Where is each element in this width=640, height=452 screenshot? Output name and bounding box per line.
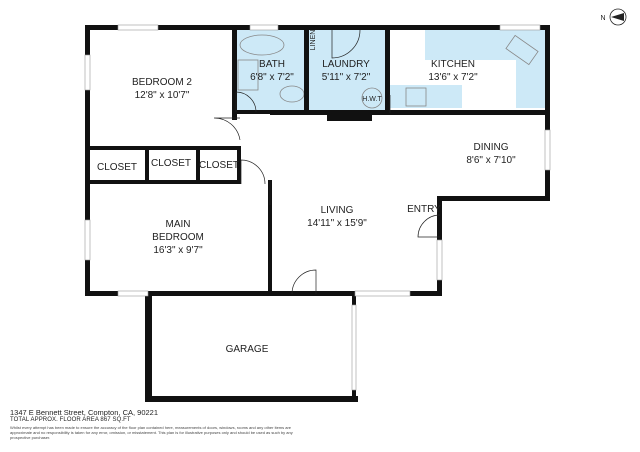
garage-door [291, 269, 317, 295]
laundry-floor [308, 29, 388, 112]
kitchen-label: KITCHEN [431, 59, 475, 70]
address: 1347 E Bennett Street, Compton, CA, 9022… [10, 408, 159, 417]
stove [405, 87, 427, 107]
plan-footer: 1347 E Bennett Street, Compton, CA, 9022… [10, 408, 310, 440]
main-bedroom-label: BEDROOM [152, 232, 204, 243]
laundry-size: 5'11" x 7'2" [322, 72, 371, 83]
kitchen-counter-top [425, 29, 546, 108]
hwt-label: H.W.T [362, 96, 382, 103]
wet-areas [236, 29, 546, 112]
closet-label: CLOSET [97, 162, 137, 173]
entry-label: ENTRY [407, 204, 441, 215]
doors [213, 29, 441, 295]
bedroom2-door [213, 117, 241, 141]
water-heater [361, 87, 383, 109]
bedroom2-label: BEDROOM 2 [132, 77, 192, 88]
main-bedroom-size: 16'3" x 9'7" [153, 245, 203, 256]
compass-label: N [600, 15, 605, 22]
bathtub [239, 34, 285, 56]
disclaimer: Whilst every attempt has been made to en… [10, 425, 293, 440]
kitchen-size: 13'6" x 7'2" [428, 72, 478, 83]
bath-door [235, 91, 257, 113]
laundry-label: LAUNDRY [322, 59, 370, 70]
dining-label: DINING [474, 142, 509, 153]
living-label: LIVING [321, 205, 354, 216]
bath-floor [236, 29, 306, 112]
bedroom2-size: 12'8" x 10'7" [135, 90, 190, 101]
closet-label: CLOSET [151, 158, 191, 169]
bedroom-door [240, 159, 266, 185]
linen-label: LINEN [310, 30, 317, 51]
laundry-door [331, 29, 361, 59]
main-bedroom-label: MAIN [166, 219, 191, 230]
windows [84, 24, 551, 391]
fixtures [237, 34, 539, 109]
dining-size: 8'6" x 7'10" [466, 155, 516, 166]
vanity [237, 59, 259, 91]
garage-label: GARAGE [226, 344, 269, 355]
entry-door [417, 214, 441, 238]
total-floor-area: TOTAL APPROX. FLOOR AREA 867 SQ.FT [10, 417, 131, 423]
closet-label: CLOSET [199, 160, 239, 171]
sink [505, 34, 539, 66]
bath-label: BATH [259, 59, 285, 70]
compass-icon: N [600, 8, 627, 26]
bath-size: 6'8" x 7'2" [250, 72, 294, 83]
living-size: 14'11" x 15'9" [307, 218, 367, 229]
